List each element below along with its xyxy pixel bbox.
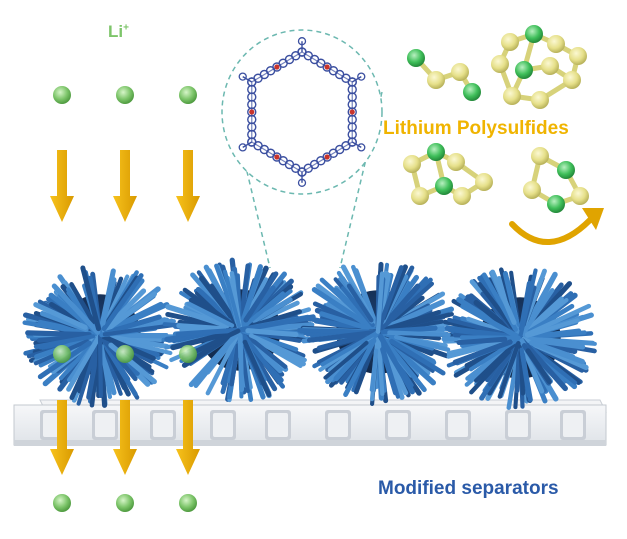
polysulfide-molecule-icon [407, 49, 481, 101]
separator-pore-inner [448, 413, 468, 437]
polysulfide-molecules [403, 25, 589, 213]
lithium-ion-icon [179, 345, 197, 363]
li-ions-top [53, 86, 197, 104]
separator-pore-inner [95, 413, 115, 437]
separator-label: Modified separators [378, 478, 559, 499]
li-ions-bottom [53, 494, 197, 512]
polysulfide-molecule-icon [491, 25, 587, 109]
curved-arrow-icon [509, 208, 604, 246]
lithium-ion-icon [116, 86, 134, 104]
nanorod-sphere-icon [296, 261, 459, 407]
separator-pore-inner [388, 413, 408, 437]
lithium-ion-icon [53, 345, 71, 363]
down-arrow-icon [176, 400, 200, 475]
lithium-ion-icon [53, 494, 71, 512]
down-arrow-icon [50, 150, 74, 222]
li-symbol: Li [108, 22, 124, 41]
separator-pore-inner [563, 413, 583, 437]
polysulfides-label: Lithium Polysulfides [383, 118, 569, 139]
lithium-ion-icon [53, 86, 71, 104]
zoom-callout [221, 29, 383, 269]
nanorod-sphere-layer [22, 257, 597, 410]
li-flow-arrows-bottom [50, 400, 200, 475]
down-arrow-icon [50, 400, 74, 475]
li-ion-label: Li+ [108, 22, 129, 42]
lithium-ion-icon [179, 494, 197, 512]
separator-pore-inner [328, 413, 348, 437]
li-ions-passing [53, 345, 197, 363]
separator-membrane [13, 399, 607, 446]
lithium-ion-icon [116, 345, 134, 363]
separator-pores [40, 410, 586, 440]
polysulfide-molecule-icon [523, 147, 589, 213]
nanorod-sphere-icon [161, 257, 316, 403]
li-flow-arrows-top [50, 150, 200, 222]
cof-framework-icon [238, 37, 366, 187]
lithium-ion-icon [116, 494, 134, 512]
polysulfide-molecule-icon [403, 143, 493, 205]
down-arrow-icon [113, 400, 137, 475]
separator-pore-inner [508, 413, 528, 437]
separator-pore-inner [268, 413, 288, 437]
lithium-ion-icon [179, 86, 197, 104]
down-arrow-icon [113, 150, 137, 222]
separator-pore-inner [153, 413, 173, 437]
nanorod-sphere-icon [22, 265, 180, 408]
down-arrow-icon [176, 150, 200, 222]
nanorod-sphere-icon [441, 267, 597, 410]
separator-pore-inner [213, 413, 233, 437]
li-charge: + [123, 22, 129, 34]
